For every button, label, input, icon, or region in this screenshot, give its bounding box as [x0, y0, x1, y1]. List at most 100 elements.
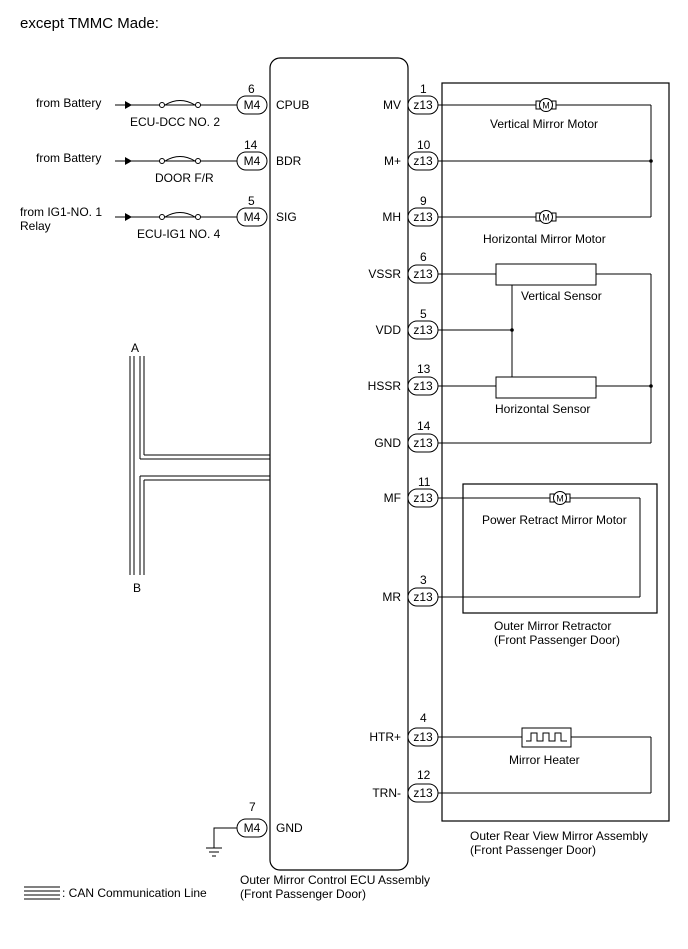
horizontal-motor-symbol: M	[542, 213, 550, 223]
horizontal-motor-label: Horizontal Mirror Motor	[483, 232, 606, 246]
sig-source: from IG1-NO. 1	[20, 205, 102, 219]
ecu-gnd-pin-name: GND	[276, 821, 303, 835]
cpub-pin-name: CPUB	[276, 98, 309, 112]
pin-mv-num: 1	[420, 82, 427, 96]
vertical-motor-label: Vertical Mirror Motor	[490, 117, 598, 131]
pin-mplus-num: 10	[417, 138, 431, 152]
pin-htr-num: 4	[420, 711, 427, 725]
ecu-name: Outer Mirror Control ECU Assembly	[240, 873, 430, 887]
bdr-connector-id: M4	[244, 154, 261, 168]
pin-htr-name: HTR+	[369, 730, 401, 744]
fuse-door-fr: DOOR F/R	[155, 171, 214, 185]
pin-hssr-name: HSSR	[368, 379, 402, 393]
horizontal-sensor-label: Horizontal Sensor	[495, 402, 590, 416]
cpub-connector-id: M4	[244, 98, 261, 112]
can-label-a: A	[131, 341, 139, 355]
pin-mr: 3 MR z13	[382, 573, 439, 607]
sig-source-relay: Relay	[20, 219, 51, 233]
pin-gnd-conn: z13	[413, 436, 433, 450]
fuse-ecu-ig1-no4: ECU-IG1 NO. 4	[137, 227, 221, 241]
right-pins: 1 MV z13 10 M+ z13 9 MH z13 6 VSSR z13 5…	[368, 82, 439, 803]
can-legend: : CAN Communication Line	[24, 886, 207, 900]
pin-trn-num: 12	[417, 768, 431, 782]
mirror-heater: Mirror Heater	[438, 727, 652, 794]
bdr-source: from Battery	[36, 151, 101, 165]
vertical-sensor: Vertical Sensor	[495, 263, 602, 303]
vertical-motor-symbol: M	[542, 101, 550, 111]
pin-mf: 11 MF z13	[384, 475, 439, 508]
bdr-circuit: from Battery DOOR F/R 14 M4 BDR	[36, 138, 302, 185]
sig-pin-name: SIG	[276, 210, 297, 224]
mirror-motor-wiring	[438, 104, 653, 218]
pin-gnd-name: GND	[374, 436, 401, 450]
retract-motor-label: Power Retract Mirror Motor	[482, 513, 627, 527]
pin-vdd-name: VDD	[376, 323, 402, 337]
vertical-sensor-box	[495, 263, 597, 286]
cpub-pin-num: 6	[248, 82, 255, 96]
diagram-title: except TMMC Made:	[20, 15, 159, 32]
pin-htr-plus: 4 HTR+ z13	[369, 711, 439, 747]
sig-pin-num: 5	[248, 194, 255, 208]
retractor-box	[462, 483, 658, 614]
pin-vssr-conn: z13	[413, 267, 433, 281]
heater-icon	[521, 727, 572, 748]
ecu-gnd-connector-id: M4	[244, 821, 261, 835]
outer-mirror-retractor: M Power Retract Mirror Motor Outer Mirro…	[438, 483, 658, 647]
motor-icon: M	[535, 98, 557, 112]
pin-mf-conn: z13	[413, 491, 433, 505]
pin-mr-name: MR	[382, 590, 401, 604]
pin-mh-name: MH	[382, 210, 401, 224]
sig-connector	[236, 207, 268, 227]
can-legend-label: : CAN Communication Line	[62, 886, 207, 900]
retractor-name: Outer Mirror Retractor	[494, 619, 611, 633]
mirror-assembly-location: (Front Passenger Door)	[470, 843, 596, 857]
pin-mr-num: 3	[420, 573, 427, 587]
pin-mplus-name: M+	[384, 154, 401, 168]
heater-label: Mirror Heater	[509, 753, 580, 767]
pin-trn-name: TRN-	[372, 786, 401, 800]
ground-icon	[206, 847, 222, 857]
pin-trn-conn: z13	[413, 786, 433, 800]
sig-circuit: from IG1-NO. 1 Relay ECU-IG1 NO. 4 5 M4 …	[20, 194, 297, 241]
pin-vdd-num: 5	[420, 307, 427, 321]
pin-mplus: 10 M+ z13	[384, 138, 439, 171]
pin-hssr-num: 13	[417, 362, 431, 376]
sensor-wiring	[438, 273, 653, 444]
pin-vssr-num: 6	[420, 250, 427, 264]
bdr-connector	[236, 151, 268, 171]
pin-trn-minus: 12 TRN- z13	[372, 768, 439, 803]
pin-mf-name: MF	[384, 491, 401, 505]
bdr-pin-name: BDR	[276, 154, 302, 168]
motor-icon: M	[549, 491, 571, 505]
can-bus: A B	[129, 341, 270, 595]
pin-gnd-num: 14	[417, 419, 431, 433]
can-label-b: B	[133, 581, 141, 595]
retract-motor-symbol: M	[556, 494, 564, 504]
pin-mplus-conn: z13	[413, 154, 433, 168]
pin-mh-conn: z13	[413, 210, 433, 224]
cpub-source: from Battery	[36, 96, 101, 110]
ecu-box	[269, 57, 409, 871]
pin-mv-conn: z13	[413, 98, 433, 112]
pin-gnd: 14 GND z13	[374, 419, 439, 453]
ecu-gnd-circuit: 7 M4 GND	[206, 800, 303, 857]
vertical-mirror-motor: M Vertical Mirror Motor	[490, 98, 598, 131]
mirror-assembly-box	[441, 82, 670, 822]
fuse-ecu-dcc-no2: ECU-DCC NO. 2	[130, 115, 220, 129]
ecu-gnd-pin-num: 7	[249, 800, 256, 814]
horizontal-mirror-motor: M Horizontal Mirror Motor	[483, 210, 606, 246]
horizontal-sensor: Horizontal Sensor	[495, 376, 597, 416]
pin-mf-num: 11	[418, 475, 431, 489]
pin-mh: 9 MH z13	[382, 194, 439, 227]
cpub-connector	[236, 95, 268, 115]
retractor-location: (Front Passenger Door)	[494, 633, 620, 647]
sig-connector-id: M4	[244, 210, 261, 224]
cpub-circuit: from Battery ECU-DCC NO. 2 6 M4 CPUB	[36, 82, 309, 129]
pin-hssr-conn: z13	[413, 379, 433, 393]
bdr-pin-num: 14	[244, 138, 258, 152]
pin-hssr: 13 HSSR z13	[368, 362, 439, 396]
motor-icon: M	[535, 210, 557, 224]
horizontal-sensor-box	[495, 376, 597, 399]
mirror-assembly-name: Outer Rear View Mirror Assembly	[470, 829, 648, 843]
